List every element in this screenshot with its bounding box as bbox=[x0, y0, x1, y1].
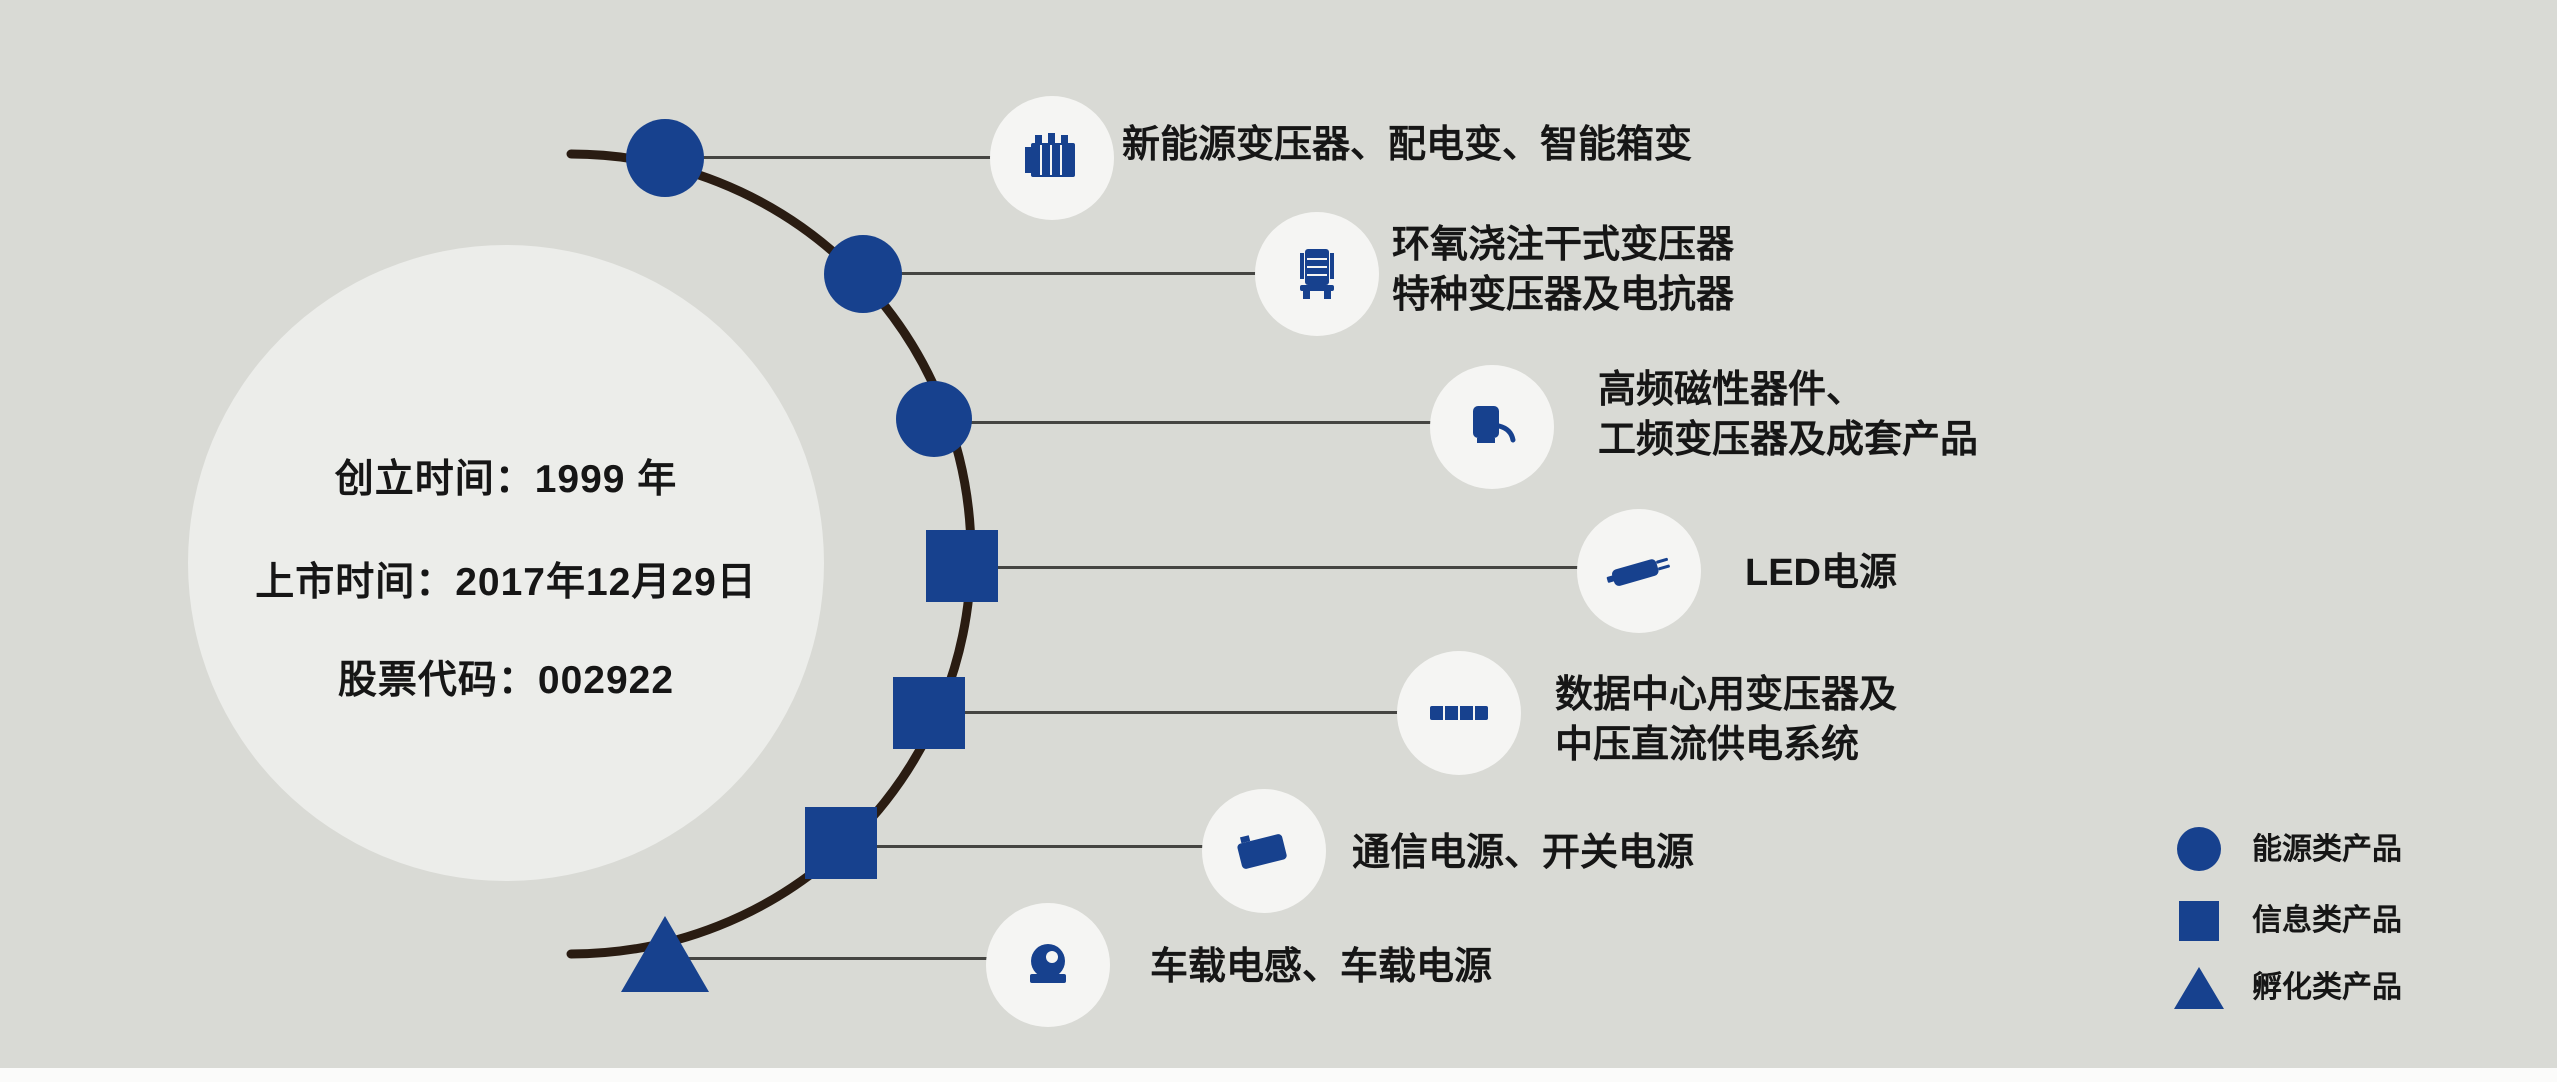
magnetic-component-icon bbox=[1430, 365, 1554, 489]
led-power-icon bbox=[1577, 509, 1701, 633]
item-label: LED电源 bbox=[1745, 550, 1897, 596]
legend-label-energy: 能源类产品 bbox=[2252, 833, 2402, 866]
founded-text: 创立时间：1999 年 bbox=[334, 458, 678, 501]
bottom-margin bbox=[0, 1068, 2557, 1082]
connector-line bbox=[665, 957, 1048, 960]
item-label-line: 新能源变压器、配电变、智能箱变 bbox=[1122, 124, 1693, 166]
box-transformer-icon bbox=[990, 96, 1114, 220]
item-label: 车载电感、车载电源 bbox=[1150, 944, 1492, 990]
marker-circle-energy bbox=[824, 235, 902, 313]
marker-circle-energy bbox=[626, 119, 704, 197]
item-label-line: 特种变压器及电抗器 bbox=[1392, 274, 1735, 316]
marker-triangle-incubation bbox=[621, 916, 709, 992]
item-label-line: 工频变压器及成套产品 bbox=[1598, 419, 1979, 461]
legend-circle-marker bbox=[2177, 827, 2221, 871]
connector-line bbox=[863, 272, 1317, 275]
connector-line bbox=[962, 566, 1639, 569]
item-label-line: 环氧浇注干式变压器 bbox=[1392, 224, 1735, 266]
item-label: 高频磁性器件、 工频变压器及成套产品 bbox=[1598, 365, 1978, 465]
marker-square-information bbox=[805, 807, 877, 879]
item-label: 数据中心用变压器及 中压直流供电系统 bbox=[1555, 670, 1897, 770]
marker-square-information bbox=[893, 677, 965, 749]
connector-line bbox=[934, 421, 1492, 424]
telecom-power-icon bbox=[1202, 789, 1326, 913]
listed-text: 上市时间：2017年12月29日 bbox=[255, 561, 757, 604]
legend-triangle-marker bbox=[2174, 967, 2224, 1009]
item-label: 环氧浇注干式变压器 特种变压器及电抗器 bbox=[1392, 220, 1734, 320]
dry-type-transformer-icon bbox=[1255, 212, 1379, 336]
item-label-line: 高频磁性器件、 bbox=[1598, 369, 1865, 411]
marker-square-information bbox=[926, 530, 998, 602]
company-info-circle bbox=[188, 245, 824, 881]
item-label-line: 数据中心用变压器及 bbox=[1555, 674, 1898, 716]
legend-label-information: 信息类产品 bbox=[2252, 904, 2402, 937]
connector-line bbox=[929, 711, 1459, 714]
item-label-line: 通信电源、开关电源 bbox=[1352, 832, 1695, 874]
connector-line bbox=[841, 845, 1264, 848]
item-label: 新能源变压器、配电变、智能箱变 bbox=[1122, 122, 1692, 168]
item-label-line: 中压直流供电系统 bbox=[1555, 724, 1860, 766]
legend-square-marker bbox=[2179, 901, 2219, 941]
item-label-line: 车载电感、车载电源 bbox=[1150, 946, 1493, 988]
vehicle-inductor-icon bbox=[986, 903, 1110, 1027]
stock-code-text: 股票代码：002922 bbox=[337, 659, 675, 702]
item-label: 通信电源、开关电源 bbox=[1352, 830, 1694, 876]
connector-line bbox=[665, 156, 1052, 159]
data-center-power-icon bbox=[1397, 651, 1521, 775]
legend-label-incubation: 孵化类产品 bbox=[2252, 971, 2402, 1004]
marker-circle-energy bbox=[896, 381, 972, 457]
item-label-line: LED电源 bbox=[1745, 552, 1898, 594]
